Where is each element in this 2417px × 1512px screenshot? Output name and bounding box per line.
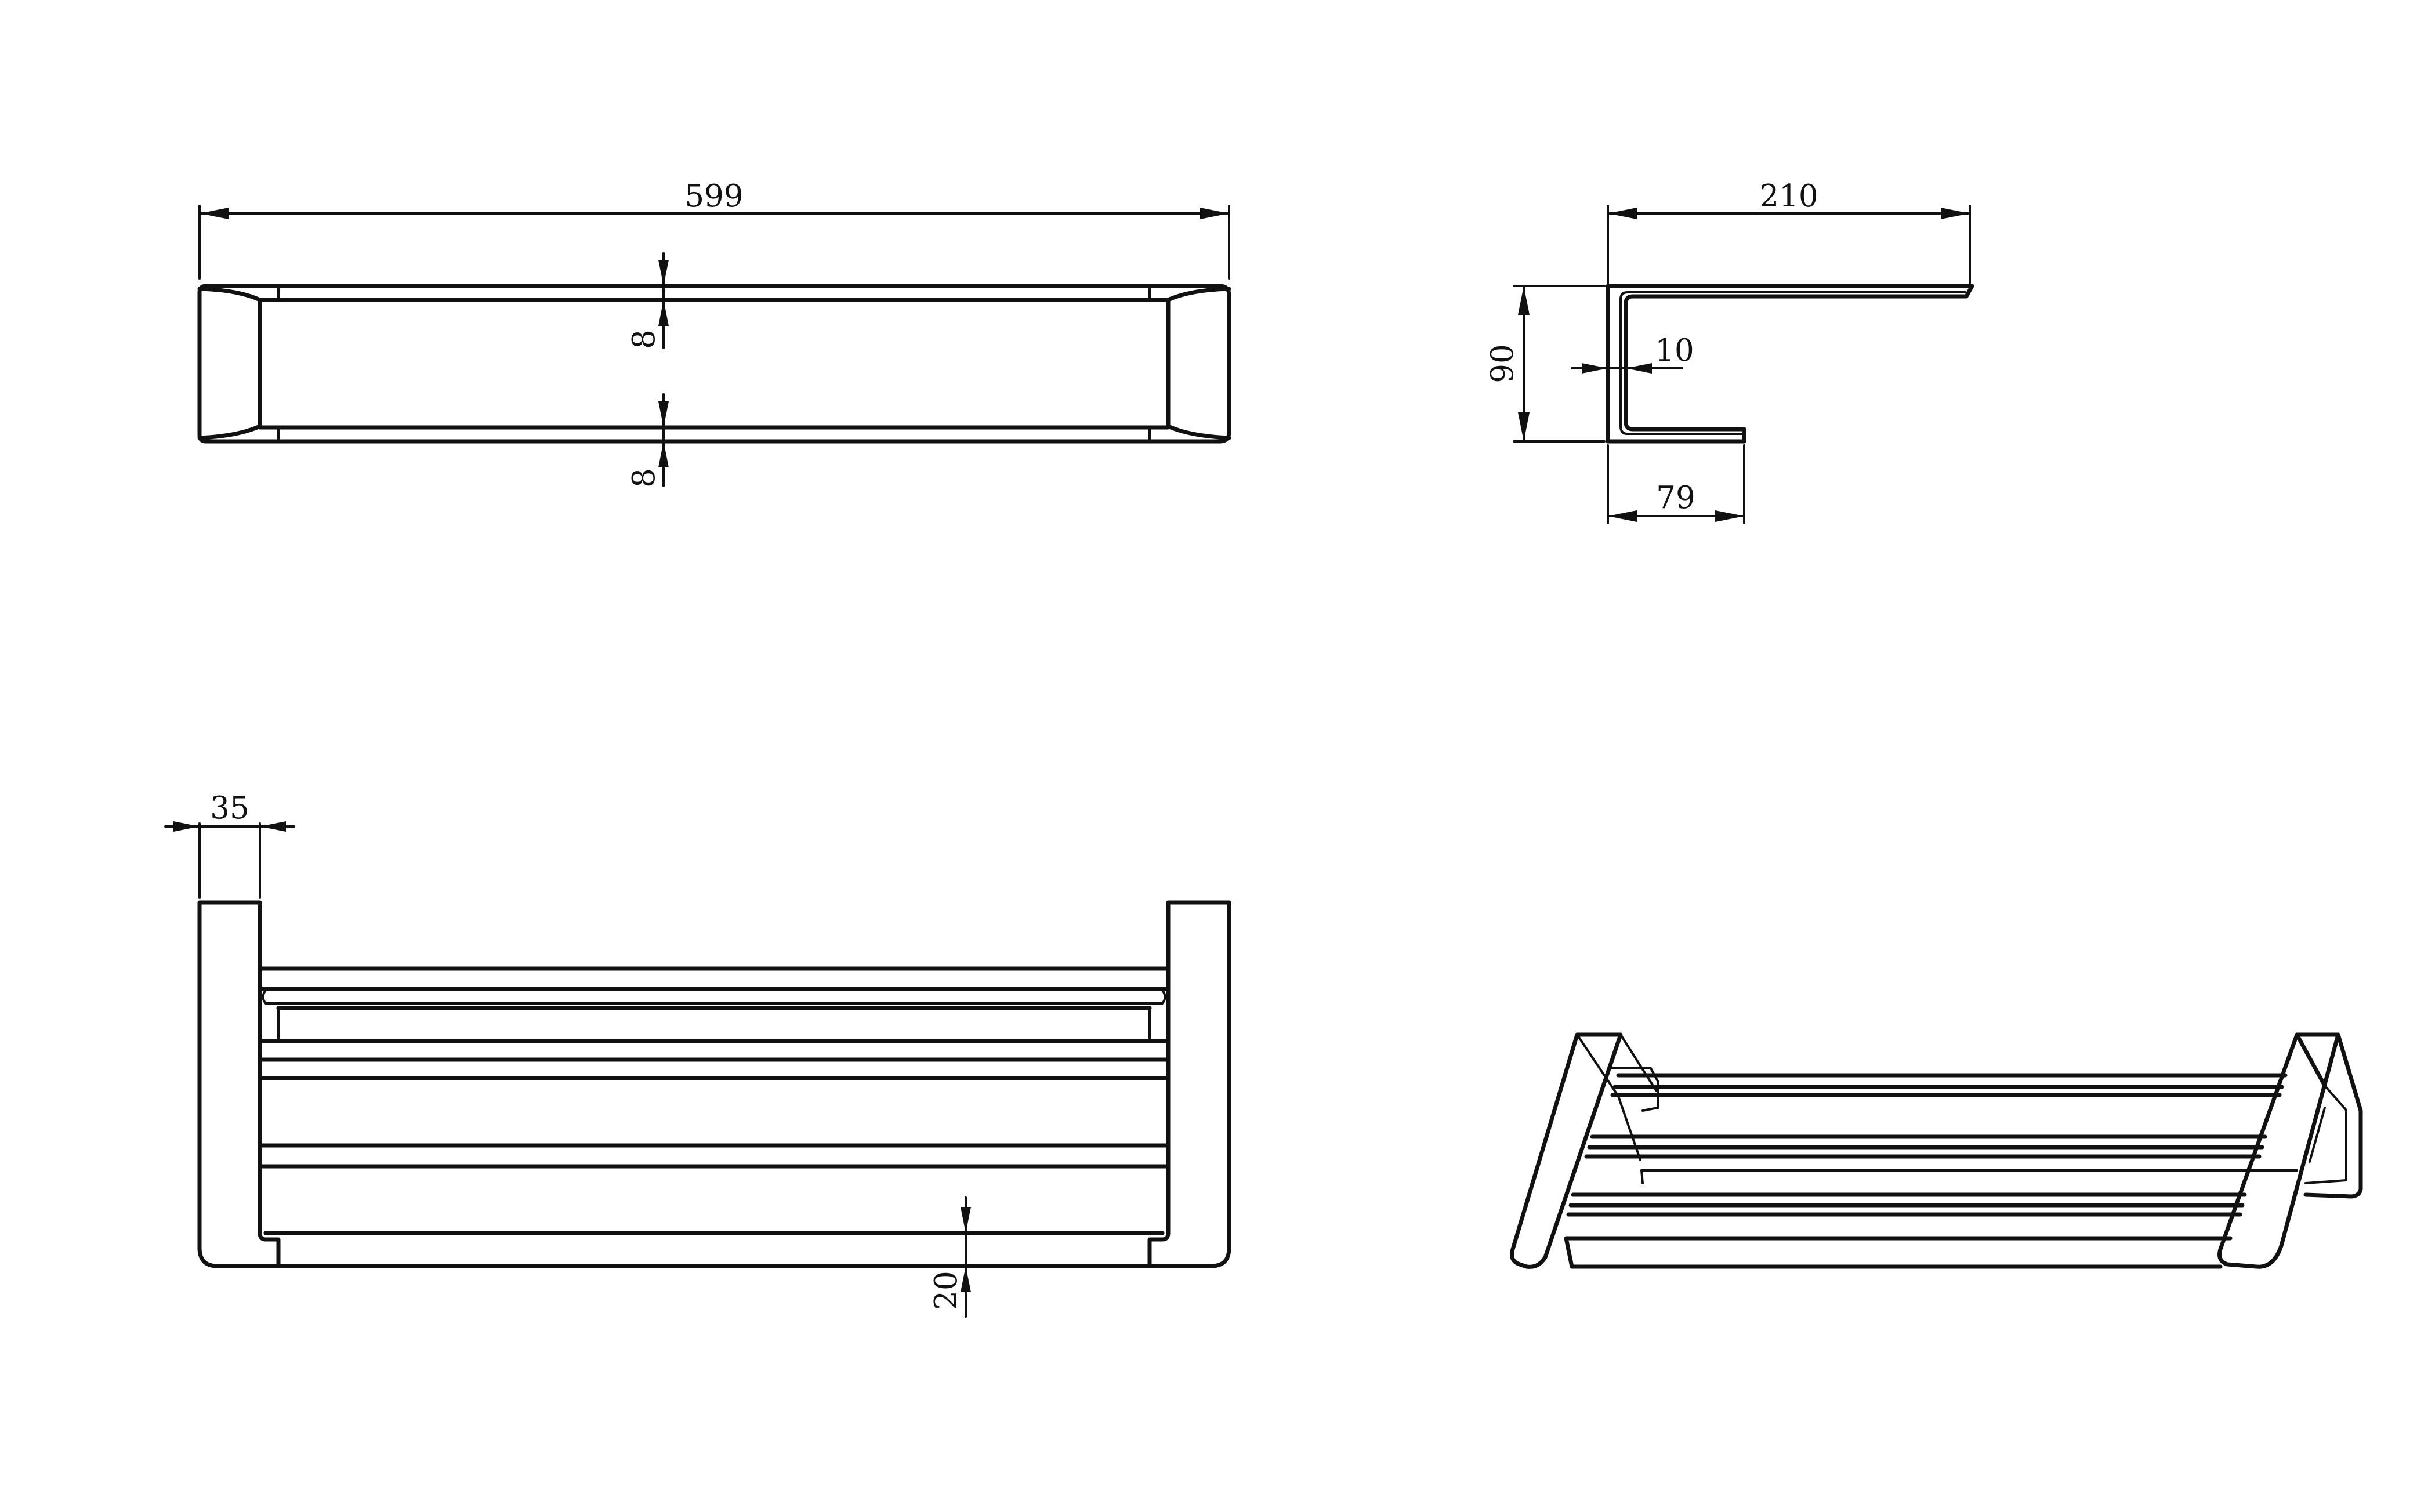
top-view-outline	[197, 284, 1231, 444]
arrowhead	[1518, 286, 1530, 315]
iso-left-bracket-inner	[1608, 1067, 1659, 1161]
front-view	[197, 900, 1231, 1268]
iso-rail-top	[1610, 1073, 2288, 1097]
isometric-view	[1510, 1032, 2363, 1269]
dimension-end-width: 35	[164, 791, 295, 899]
arrowhead	[173, 821, 200, 832]
dimension-label: 20	[929, 1271, 964, 1310]
dimension-label: 210	[1759, 179, 1818, 214]
dimension-thickness: 10	[1571, 333, 1694, 374]
arrowhead	[1941, 208, 1970, 219]
dimension-label: 90	[1485, 344, 1520, 383]
arrowhead	[1518, 412, 1530, 441]
iso-rail-low	[1566, 1192, 2247, 1217]
dimension-width: 599	[198, 179, 1230, 280]
arrowhead	[961, 1207, 971, 1233]
iso-shelf-back	[1640, 1169, 2298, 1184]
top-view-right-end-bevel	[1166, 287, 1231, 440]
iso-right-end-bracket	[2217, 1032, 2340, 1269]
iso-left-bracket-depth	[1576, 1034, 1657, 1097]
top-view-left-end-bevel	[197, 287, 262, 440]
iso-rail-mid	[1584, 1134, 2267, 1159]
arrowhead	[658, 441, 669, 467]
iso-shelf-tray	[1564, 1236, 2233, 1269]
arrowhead	[1626, 363, 1652, 374]
dimension-lower-depth: 79	[1607, 444, 1745, 524]
front-view-rail-top-lip	[262, 988, 1166, 1005]
arrowhead	[1608, 208, 1637, 219]
iso-left-end-bracket	[1510, 1032, 1623, 1269]
front-view-left-end-plate	[197, 900, 281, 1268]
arrowhead	[1582, 363, 1608, 374]
arrowhead	[658, 300, 669, 326]
dimension-label: 599	[684, 179, 743, 214]
dimension-height: 90	[1485, 285, 1606, 443]
dimension-bottom-gap: 20	[929, 1196, 971, 1318]
iso-right-bracket-inner	[2304, 1085, 2347, 1184]
top-view	[197, 284, 1231, 444]
dimension-rail-gap-lower: 8	[626, 393, 669, 488]
side-view-profile-outer	[1606, 284, 1974, 444]
dimension-label: 8	[626, 468, 662, 488]
front-view-right-end-plate	[1147, 900, 1231, 1268]
arrowhead	[1715, 510, 1744, 522]
arrowhead	[1200, 208, 1229, 219]
dimension-label: 8	[626, 329, 662, 349]
arrowhead	[1608, 510, 1637, 522]
arrowhead	[658, 401, 669, 427]
side-view-profile-inner	[1619, 291, 1966, 435]
side-view	[1606, 284, 1974, 444]
iso-right-bracket-depth	[2295, 1032, 2363, 1199]
arrowhead	[961, 1266, 971, 1292]
dimension-label: 10	[1655, 333, 1694, 368]
arrowhead	[200, 208, 229, 219]
arrowhead	[658, 260, 669, 286]
dimension-depth: 210	[1607, 179, 1971, 284]
dimension-label: 79	[1656, 480, 1695, 516]
dimension-rail-gap-upper: 8	[626, 252, 669, 349]
arrowhead	[260, 821, 286, 832]
dimension-label: 35	[210, 791, 249, 826]
